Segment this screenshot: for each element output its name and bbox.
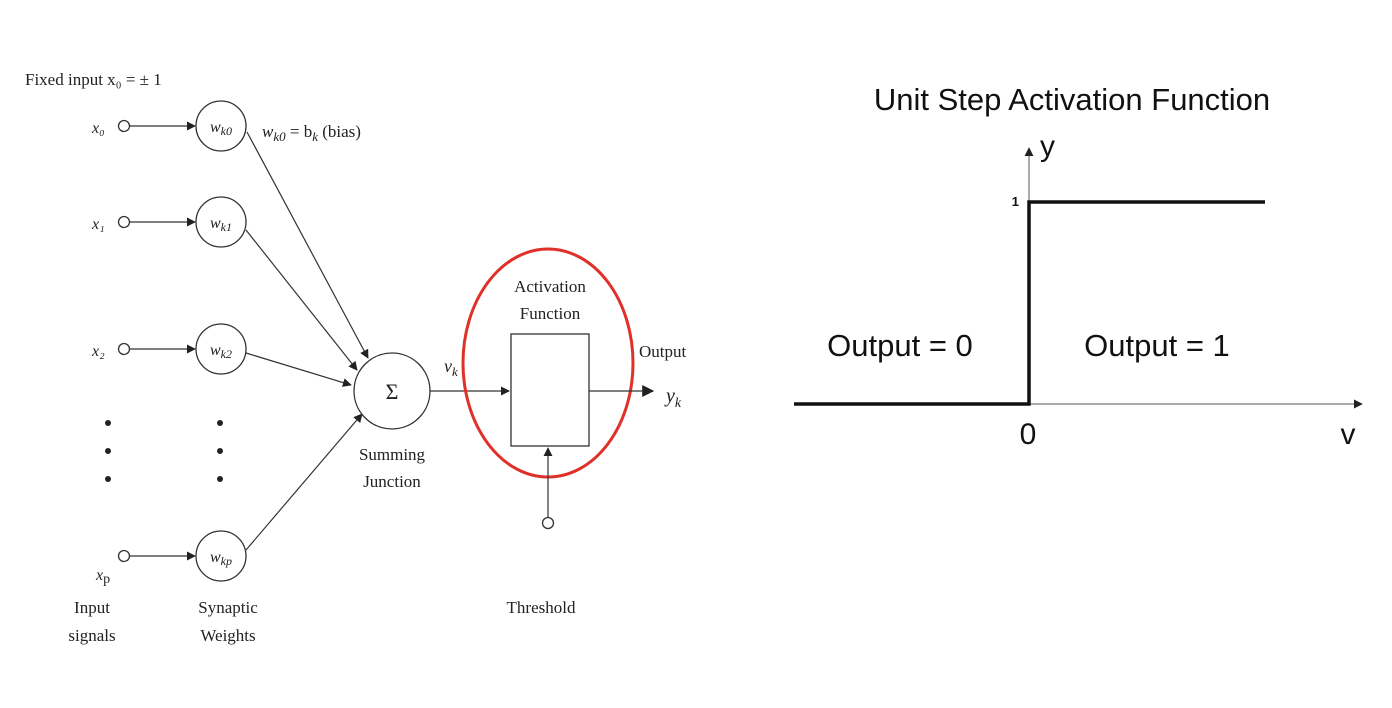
input-node-x2 <box>117 342 131 356</box>
ellipsis-dot <box>217 420 223 426</box>
input-signals-label-line2: signals <box>68 626 115 645</box>
weight-label-wk2: wk2 <box>210 342 232 361</box>
synaptic-weights-label-line1: Synaptic <box>198 598 258 617</box>
y-tick-label: 1 <box>1012 194 1019 209</box>
weight-node-wk0 <box>195 100 247 152</box>
connector-wk1-sum <box>245 229 358 371</box>
weight-label-wk1: wk1 <box>210 215 232 234</box>
input-label-x2: x₂ <box>91 343 105 360</box>
bias-label: wk0 = bk (bias) <box>262 122 361 144</box>
weight-to-sum-connectors <box>245 131 369 551</box>
activation-label-line1: Activation <box>514 277 586 296</box>
input-label-x0: x₀ <box>91 120 105 137</box>
unit-step-chart: Unit Step Activation Function y 1 0 v Ou… <box>794 82 1363 451</box>
ellipsis-dot <box>105 420 111 426</box>
region-label-output-1: Output = 1 <box>1084 328 1230 363</box>
ellipsis-dots <box>105 420 223 482</box>
perceptron-diagram: Fixed input x₀ = ± 1 x₀ wk0 wk0 = bk (bi… <box>25 70 687 645</box>
step-series-line <box>794 200 1265 406</box>
output-label: Output <box>639 342 687 361</box>
fixed-input-label: Fixed input x₀ = ± 1 <box>25 70 162 89</box>
input-label-x1: x₁ <box>91 216 105 233</box>
input-row-0: x₀ wk0 wk0 = bk (bias) <box>91 100 361 152</box>
connector-wkp-sum <box>245 413 363 551</box>
ellipsis-dot <box>217 448 223 454</box>
connector-wk2-sum <box>245 352 352 387</box>
ellipsis-dot <box>105 476 111 482</box>
weight-label-wkp: wkp <box>210 549 232 568</box>
input-signals-label-line1: Input <box>74 598 110 617</box>
input-node-xp <box>117 549 131 563</box>
input-row-2: x₂ wk2 <box>91 323 247 375</box>
input-row-1: x₁ wk1 <box>91 196 247 248</box>
region-label-output-0: Output = 0 <box>827 328 973 363</box>
weight-node-wkp <box>195 530 247 582</box>
activation-label-line2: Function <box>520 304 581 323</box>
connector-wk0-sum <box>246 131 369 359</box>
ellipsis-dot <box>217 476 223 482</box>
threshold-node <box>541 516 555 530</box>
x-tick-label: 0 <box>1020 418 1037 451</box>
weight-label-wk0: wk0 <box>210 119 232 138</box>
activation-function-box <box>510 333 590 447</box>
input-node-x1 <box>117 215 131 229</box>
weight-node-wk1 <box>195 196 247 248</box>
y-axis-label: y <box>1040 130 1055 163</box>
chart-title: Unit Step Activation Function <box>874 82 1270 117</box>
summing-junction-label-line1: Summing <box>359 445 426 464</box>
input-row-p: xp wkp <box>95 530 247 587</box>
input-node-x0 <box>117 119 131 133</box>
output-y-label: yk <box>664 385 682 411</box>
threshold-label: Threshold <box>507 598 576 617</box>
sigma-symbol: Σ <box>386 379 399 404</box>
x-axis-label: v <box>1341 418 1356 451</box>
summing-junction-label-line2: Junction <box>363 472 421 491</box>
induced-field-label: vk <box>444 356 458 379</box>
input-label-xp: xp <box>95 567 110 587</box>
weight-node-wk2 <box>195 323 247 375</box>
synaptic-weights-label-line2: Weights <box>200 626 255 645</box>
ellipsis-dot <box>105 448 111 454</box>
